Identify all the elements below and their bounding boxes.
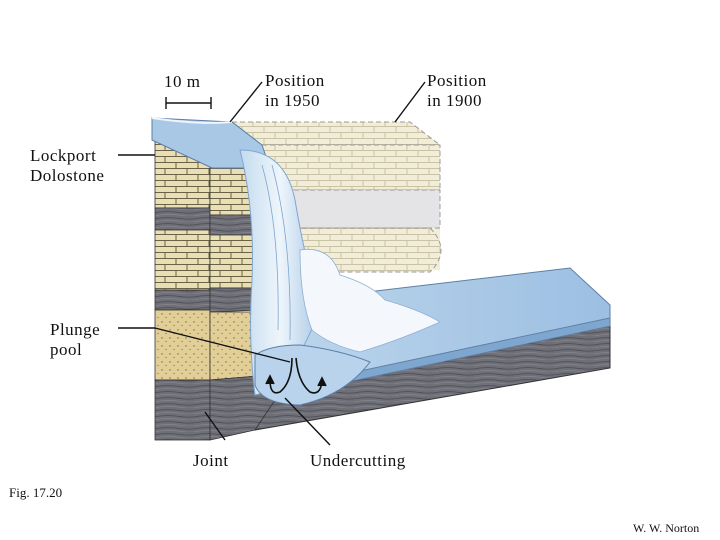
figure-number: Fig. 17.20 [9, 485, 63, 500]
plunge-pool-line-1: Plunge [50, 320, 101, 339]
position-1950-line-1: Position [265, 71, 325, 90]
shale-layer-1 [154, 207, 211, 231]
undercutting-arrows [265, 357, 327, 394]
position-1900-label: Position in 1900 [427, 71, 487, 111]
sandstone-layer [154, 309, 211, 381]
joint-label: Joint [193, 451, 229, 470]
position-1900-line-2: in 1900 [427, 91, 482, 110]
plunge-pool-label: Plunge pool [50, 320, 100, 360]
dolostone-layer-2 [154, 229, 211, 291]
shale-layer-2 [154, 289, 211, 311]
lockport-line-1: Lockport [30, 146, 97, 165]
plunge-pool-line-2: pool [50, 340, 83, 359]
scale-label: 10 m [164, 72, 201, 91]
shale-layer-3 [154, 379, 211, 441]
position-1950-label: Position in 1950 [265, 71, 325, 111]
lockport-dolostone-label: Lockport Dolostone [30, 146, 104, 186]
credit-text: W. W. Norton [633, 521, 700, 535]
leader-lines [118, 81, 426, 446]
spray-foam [299, 248, 441, 353]
lockport-line-2: Dolostone [30, 166, 105, 185]
undercutting-label: Undercutting [310, 451, 406, 470]
position-1900-line-1: Position [427, 71, 487, 90]
cliff-front-face [154, 135, 211, 441]
position-1950-line-2: in 1950 [265, 91, 320, 110]
waterfall-curtain [239, 149, 321, 396]
position-1900-block [230, 121, 442, 273]
scale-bar [165, 97, 212, 109]
